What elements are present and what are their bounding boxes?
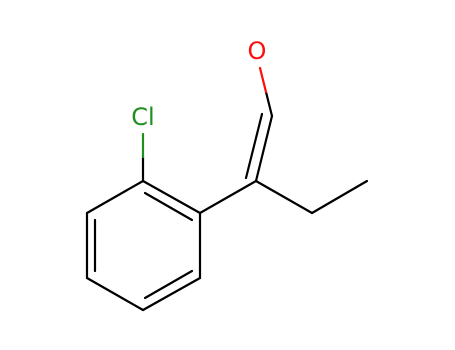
alkene-double-bond xyxy=(254,114,274,183)
alkene-double-bond xyxy=(244,112,264,180)
ring-bond-c3-c4 xyxy=(141,276,202,312)
ring-inner-double-bond xyxy=(143,269,194,300)
ring-to-alkene-bond xyxy=(198,179,258,215)
aldehyde-c-o-bond xyxy=(258,66,268,94)
ring-bond-c1-c2 xyxy=(141,179,202,215)
ring-bond-c4-c5 xyxy=(85,276,145,312)
atom-label-chlorine: Cl xyxy=(131,103,154,131)
ethyl-bond xyxy=(310,179,369,215)
ring-bond-c6-c1 xyxy=(85,179,145,215)
benzene-ring xyxy=(85,179,202,312)
aldehyde-c-o-bond xyxy=(264,90,274,118)
atom-label-oxygen: O xyxy=(248,37,267,65)
ring-inner-double-bond xyxy=(143,191,194,222)
ethyl-bond xyxy=(254,179,314,215)
